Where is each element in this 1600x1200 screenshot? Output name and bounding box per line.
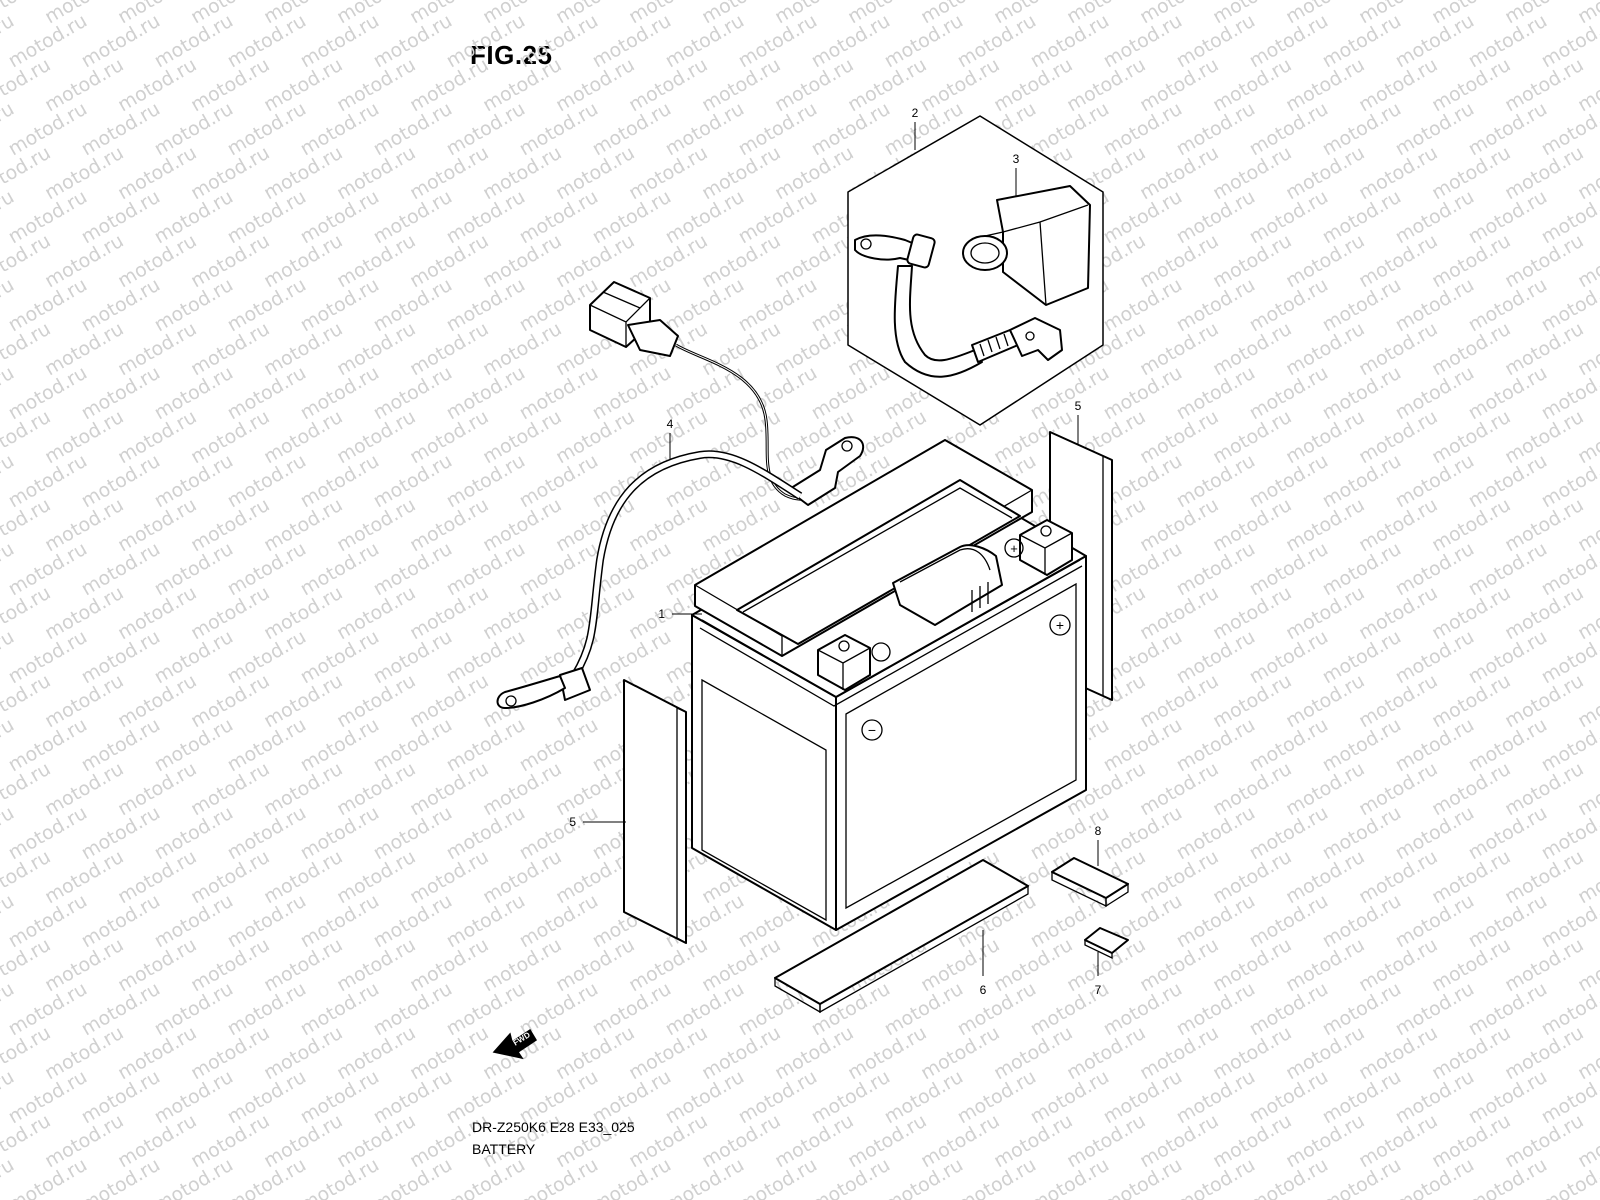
part-1-battery: + + − bbox=[691, 439, 1087, 931]
part-3-terminal-cover bbox=[962, 185, 1091, 306]
callouts: 2 3 4 5 1 5 6 8 7 bbox=[569, 106, 1101, 997]
callout-2: 2 bbox=[912, 106, 919, 120]
callout-5-left: 5 bbox=[569, 815, 576, 829]
positive-polarity-mark: + bbox=[1056, 617, 1064, 633]
model-code: DR-Z250K6 E28 E33_025 bbox=[472, 1119, 635, 1135]
part-7-pad bbox=[1084, 927, 1129, 960]
figure-title: FIG.25 bbox=[470, 40, 553, 70]
positive-terminal-mark: + bbox=[1010, 541, 1018, 556]
callout-8: 8 bbox=[1095, 824, 1102, 838]
part-8-pad bbox=[1051, 857, 1129, 908]
section-name: BATTERY bbox=[472, 1141, 536, 1157]
callout-3: 3 bbox=[1013, 152, 1020, 166]
callout-5-right: 5 bbox=[1075, 399, 1082, 413]
callout-6: 6 bbox=[980, 983, 987, 997]
part-4-harness bbox=[496, 281, 865, 709]
callout-4: 4 bbox=[667, 417, 674, 431]
callout-7: 7 bbox=[1095, 983, 1102, 997]
part-5-pad-left bbox=[623, 679, 687, 945]
callout-1: 1 bbox=[658, 607, 665, 621]
part-2-cable bbox=[854, 233, 1063, 378]
negative-polarity-mark: − bbox=[868, 722, 876, 738]
part-6-pad-bottom bbox=[774, 859, 1029, 1014]
